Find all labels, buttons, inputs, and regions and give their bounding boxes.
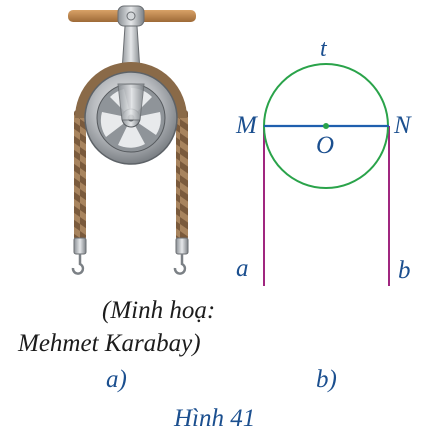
label-part-b: b) (316, 366, 337, 393)
rope-right (176, 110, 188, 240)
label-a: a (236, 255, 249, 282)
label-o: O (316, 132, 335, 159)
label-n: N (394, 112, 411, 139)
rope-over-wheel (75, 62, 187, 119)
hook-left (71, 237, 87, 275)
hook-right (173, 237, 189, 275)
credit-line-2: Mehmet Karabay) (18, 330, 201, 357)
geometry-diagram (263, 63, 390, 286)
center-point (323, 123, 329, 129)
rope-left (74, 110, 86, 240)
label-part-a: a) (106, 366, 127, 393)
label-m: M (236, 112, 257, 139)
credit-line-1: (Minh hoạ: (102, 297, 216, 324)
hanger-fork (117, 83, 145, 121)
pulley-illustration (68, 5, 196, 275)
label-t: t (320, 36, 327, 62)
clamp-bolt (126, 11, 136, 21)
figure-caption: Hình 41 (174, 405, 256, 432)
label-b: b (398, 257, 411, 284)
